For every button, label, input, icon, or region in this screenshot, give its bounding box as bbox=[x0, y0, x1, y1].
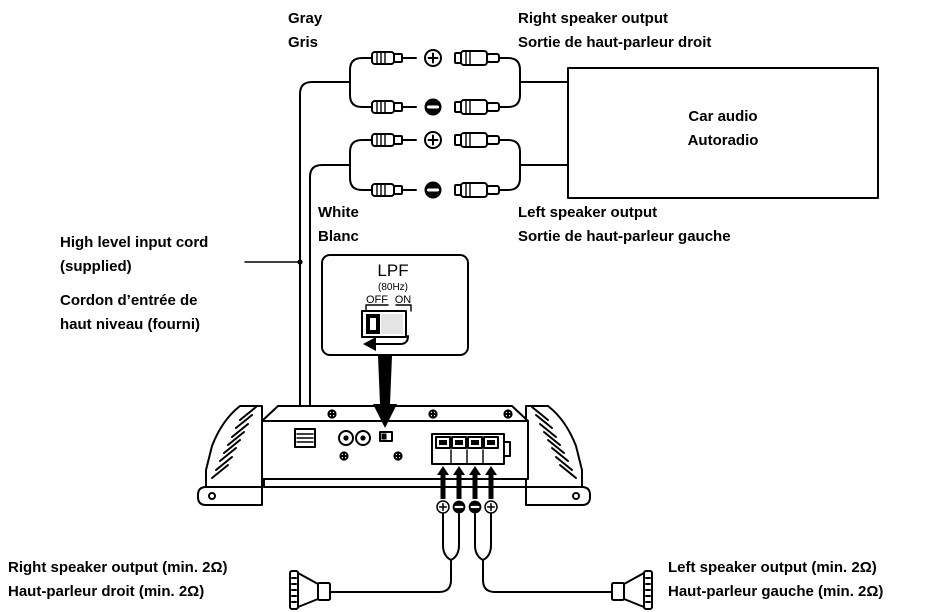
right-mounting-flange bbox=[525, 486, 591, 506]
car-right-minus-plug bbox=[454, 99, 500, 115]
car-right-output-wire bbox=[498, 57, 569, 108]
terminal-arrow bbox=[437, 466, 449, 499]
car-right-plus-plug bbox=[454, 50, 500, 66]
screw-icon bbox=[393, 451, 403, 461]
car-left-output-wire bbox=[498, 139, 569, 191]
right-speaker-minus-icon bbox=[451, 499, 467, 515]
terminal-arrow bbox=[469, 466, 481, 499]
right-speaker-output-label-en: Right speaker output bbox=[518, 10, 668, 27]
lpf-position-marks bbox=[365, 304, 412, 312]
amplifier-icon bbox=[197, 405, 591, 506]
amplifier-base-lip bbox=[263, 478, 527, 488]
speaker-frame-shading bbox=[291, 577, 297, 603]
right-minus-polarity-icon bbox=[423, 97, 443, 117]
gray-cord bbox=[299, 57, 373, 430]
screw-icon bbox=[327, 409, 337, 419]
left-speaker-plus-icon bbox=[484, 500, 498, 514]
gray-cord-wire bbox=[299, 81, 351, 430]
gray-minus-plug bbox=[371, 100, 417, 114]
right-speaker-label-en: Right speaker output (min. 2Ω) bbox=[8, 559, 228, 576]
lpf-cutoff: (80Hz) bbox=[378, 282, 408, 293]
speaker-frame-shading bbox=[645, 577, 651, 603]
speaker-icon bbox=[289, 570, 331, 610]
lpf-slide-arrow-shaft bbox=[375, 335, 409, 345]
input-cord-label-en-line1: High level input cord bbox=[60, 234, 208, 251]
speaker-cone bbox=[297, 572, 319, 608]
terminal-arrow bbox=[485, 466, 497, 499]
terminal-block-tab bbox=[503, 441, 511, 457]
lpf-slide-arrow-head bbox=[363, 337, 376, 351]
terminal-screw bbox=[471, 440, 479, 445]
left-mounting-flange bbox=[197, 486, 263, 506]
terminal-screw bbox=[455, 440, 463, 445]
gray-cord-label-en: Gray bbox=[288, 10, 323, 27]
white-plus-plug bbox=[371, 133, 417, 147]
terminal-dividers bbox=[450, 449, 484, 464]
lpf-inset-frame bbox=[321, 254, 469, 356]
speaker-icon bbox=[611, 570, 653, 610]
white-minus-plug bbox=[371, 183, 417, 197]
lpf-title: LPF bbox=[377, 261, 408, 280]
input-cord-label-fr-line2: haut niveau (fourni) bbox=[60, 316, 200, 333]
left-plus-polarity-icon bbox=[424, 131, 442, 149]
car-audio-label-fr: Autoradio bbox=[688, 132, 759, 149]
lpf-off-label: OFF bbox=[366, 294, 388, 306]
screw-icon bbox=[503, 409, 513, 419]
input-cord-label-fr-line1: Cordon d’entrée de bbox=[60, 292, 198, 309]
rca-jack-center bbox=[343, 435, 349, 441]
heat-sink-fin bbox=[211, 406, 257, 479]
right-speaker-cable bbox=[329, 513, 460, 593]
car-audio-box bbox=[567, 67, 879, 199]
heat-sink-fin bbox=[531, 406, 577, 479]
screw-icon bbox=[428, 409, 438, 419]
right-speaker-output-label-fr: Sortie de haut-parleur droit bbox=[518, 34, 711, 51]
gray-cord-split bbox=[349, 57, 373, 108]
right-speaker-label-fr: Haut-parleur droit (min. 2Ω) bbox=[8, 583, 204, 600]
car-audio-label-en: Car audio bbox=[688, 108, 757, 125]
white-cord-split bbox=[349, 139, 373, 191]
rca-jack-center bbox=[360, 435, 366, 441]
input-connector-ribs bbox=[296, 433, 314, 443]
left-speaker-output-label-fr: Sortie de haut-parleur gauche bbox=[518, 228, 731, 245]
terminal-screw bbox=[487, 440, 495, 445]
lpf-slider-grip bbox=[370, 318, 376, 330]
gray-cord-label-fr: Gris bbox=[288, 34, 318, 51]
left-speaker-label-fr: Haut-parleur gauche (min. 2Ω) bbox=[668, 583, 883, 600]
lpf-on-label: ON bbox=[395, 294, 412, 306]
right-speaker-plus-icon bbox=[436, 500, 450, 514]
speaker-terminals bbox=[435, 436, 499, 464]
left-speaker-minus-icon bbox=[467, 499, 483, 515]
lpf-location-pointer bbox=[373, 356, 397, 428]
left-minus-polarity-icon bbox=[423, 180, 443, 200]
car-left-plus-plug bbox=[454, 132, 500, 148]
right-plus-polarity-icon bbox=[424, 49, 442, 67]
white-cord-label-fr: Blanc bbox=[318, 228, 359, 245]
right-mounting-hole bbox=[572, 492, 580, 500]
speaker-cone bbox=[623, 572, 645, 608]
car-audio-unit: Car audio Autoradio bbox=[567, 67, 879, 199]
white-cord-wire bbox=[309, 164, 351, 430]
white-cord-label-en: White bbox=[318, 204, 359, 221]
left-speaker-cable bbox=[474, 513, 613, 593]
screw-icon bbox=[339, 451, 349, 461]
left-speaker-output-label-en: Left speaker output bbox=[518, 204, 657, 221]
lpf-switch-track bbox=[381, 314, 403, 334]
amp-lpf-switch-knob bbox=[381, 433, 387, 440]
speaker-magnet bbox=[317, 582, 331, 601]
left-speaker-label-en: Left speaker output (min. 2Ω) bbox=[668, 559, 877, 576]
lpf-switch-inset: LPF (80Hz) OFF ON bbox=[321, 254, 469, 356]
terminal-screw bbox=[439, 440, 447, 445]
gray-plus-plug bbox=[371, 51, 417, 65]
input-cord-label-en-line2: (supplied) bbox=[60, 258, 132, 275]
car-left-minus-plug bbox=[454, 182, 500, 198]
amplifier-top-panel bbox=[261, 405, 529, 422]
terminal-arrow bbox=[453, 466, 465, 499]
speaker-output-arrows bbox=[437, 466, 497, 499]
left-mounting-hole bbox=[208, 492, 216, 500]
input-cord-leader-dot bbox=[297, 259, 303, 265]
speaker-magnet bbox=[611, 582, 625, 601]
white-cord bbox=[309, 139, 373, 430]
